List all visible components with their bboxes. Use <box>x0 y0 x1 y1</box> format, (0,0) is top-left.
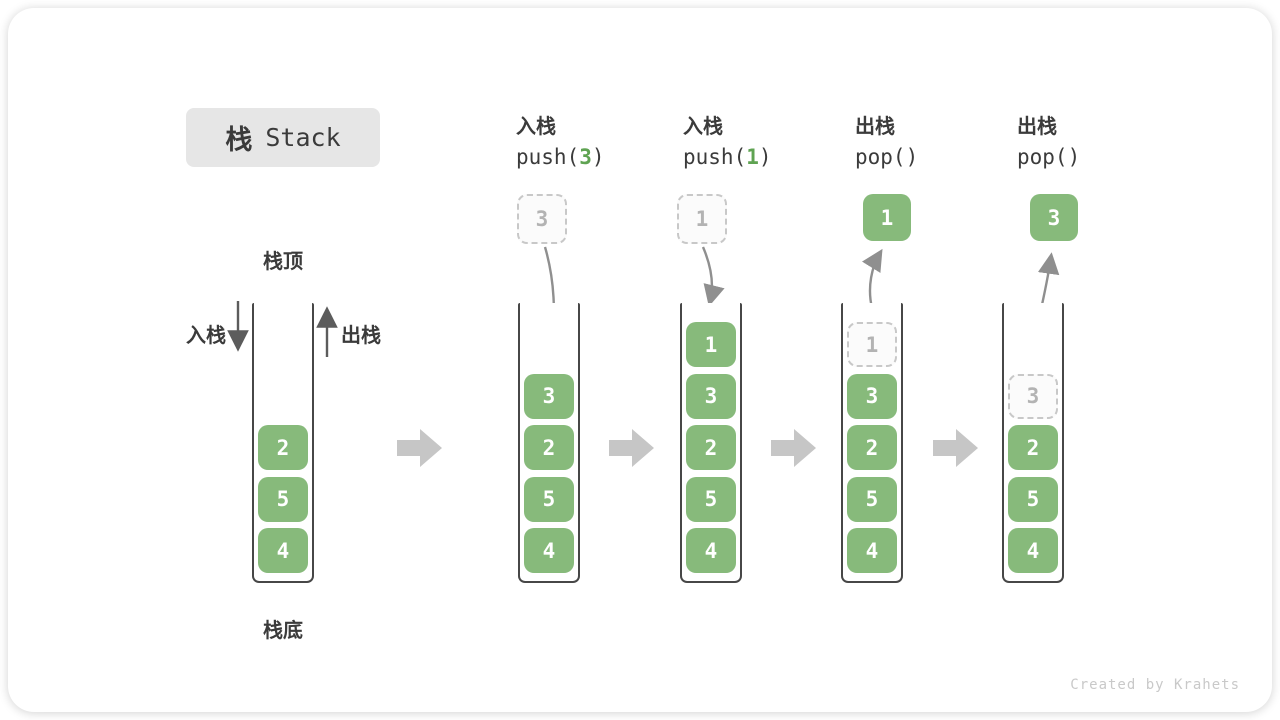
code-pre: push( <box>516 145 580 169</box>
stack-cell: 5 <box>1008 476 1058 522</box>
code-pre: push( <box>683 145 747 169</box>
code-post: ) <box>905 145 919 169</box>
op-label-2: 入栈 <box>683 116 723 138</box>
stack-cell: 2 <box>258 425 308 470</box>
op-label-4: 出栈 <box>1017 116 1057 138</box>
floating-value-box-4: 3 <box>1030 194 1078 241</box>
stack-cell: 2 <box>524 425 574 470</box>
stack-cell-dashed: 1 <box>847 322 897 367</box>
title-zh: 栈 <box>225 125 253 155</box>
stack-cell: 1 <box>686 322 736 367</box>
code-arg: 1 <box>746 145 759 169</box>
stack-cell: 4 <box>847 528 897 573</box>
floating-value-box-2: 1 <box>677 194 727 244</box>
watermark: Created by Krahets <box>1070 677 1240 693</box>
stack-cell: 2 <box>1008 425 1058 470</box>
op-code-3: pop() <box>855 145 918 169</box>
op-label-1: 入栈 <box>516 116 556 138</box>
stack-cell: 5 <box>524 476 574 522</box>
title-en: Stack <box>265 123 341 152</box>
op-code-2: push(1) <box>683 145 772 169</box>
stack-cell: 4 <box>524 528 574 573</box>
stack-cell: 3 <box>524 373 574 419</box>
stack-cell: 3 <box>686 373 736 419</box>
stack-cell: 5 <box>686 476 736 522</box>
stack-cell-dashed: 3 <box>1008 373 1058 419</box>
stack-bottom-label: 栈底 <box>263 620 303 642</box>
code-post: ) <box>758 145 772 169</box>
stack-cell: 4 <box>1008 528 1058 573</box>
stack-cell: 2 <box>847 425 897 470</box>
floating-value-box-1: 3 <box>517 194 567 244</box>
floating-value-box-3: 1 <box>863 194 911 241</box>
op-code-1: push(3) <box>516 145 605 169</box>
pop-side-label: 出栈 <box>341 325 381 347</box>
stack-cell: 3 <box>847 373 897 419</box>
code-arg: 3 <box>579 145 592 169</box>
op-code-4: pop() <box>1017 145 1080 169</box>
code-post: ) <box>591 145 605 169</box>
stack-cell: 4 <box>258 528 308 573</box>
op-label-3: 出栈 <box>855 116 895 138</box>
stack-cell: 2 <box>686 425 736 470</box>
stack-cell: 5 <box>258 476 308 522</box>
stack-cell: 4 <box>686 528 736 573</box>
code-pre: pop( <box>1017 145 1068 169</box>
push-side-label: 入栈 <box>186 325 226 347</box>
code-pre: pop( <box>855 145 906 169</box>
stack-top-label: 栈顶 <box>263 251 303 273</box>
code-post: ) <box>1067 145 1081 169</box>
title-badge: 栈 Stack <box>186 108 380 167</box>
stack-cell: 5 <box>847 476 897 522</box>
